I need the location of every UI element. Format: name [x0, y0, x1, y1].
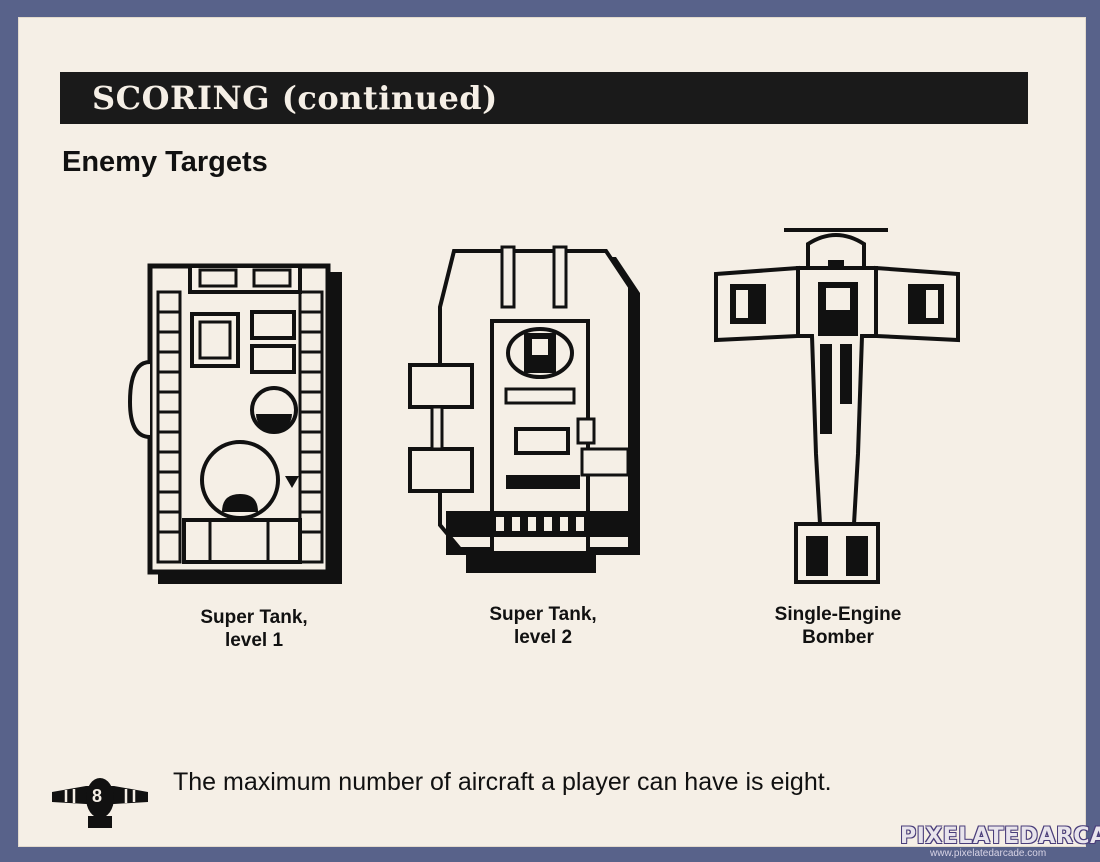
page-number-plane-icon — [52, 778, 148, 828]
single-engine-bomber-icon — [714, 228, 960, 584]
target-caption-super-tank-1: Super Tank, level 1 — [200, 607, 308, 651]
page-title: SCORING (continued) — [92, 79, 498, 117]
super-tank-level-2-icon — [408, 245, 640, 573]
watermark-url: www.pixelatedarcade.com — [930, 848, 1047, 859]
target-caption-bomber: Single-Engine Bomber — [774, 604, 902, 648]
section-heading: Enemy Targets — [62, 146, 268, 178]
footer-note: The maximum number of aircraft a player … — [173, 768, 832, 796]
section-banner — [60, 72, 1028, 124]
watermark-logo: PIXELATEDARCADE — [900, 824, 1100, 849]
super-tank-level-1-icon — [127, 263, 342, 584]
page-number: 8 — [92, 786, 103, 806]
target-caption-super-tank-2: Super Tank, level 2 — [489, 604, 597, 648]
